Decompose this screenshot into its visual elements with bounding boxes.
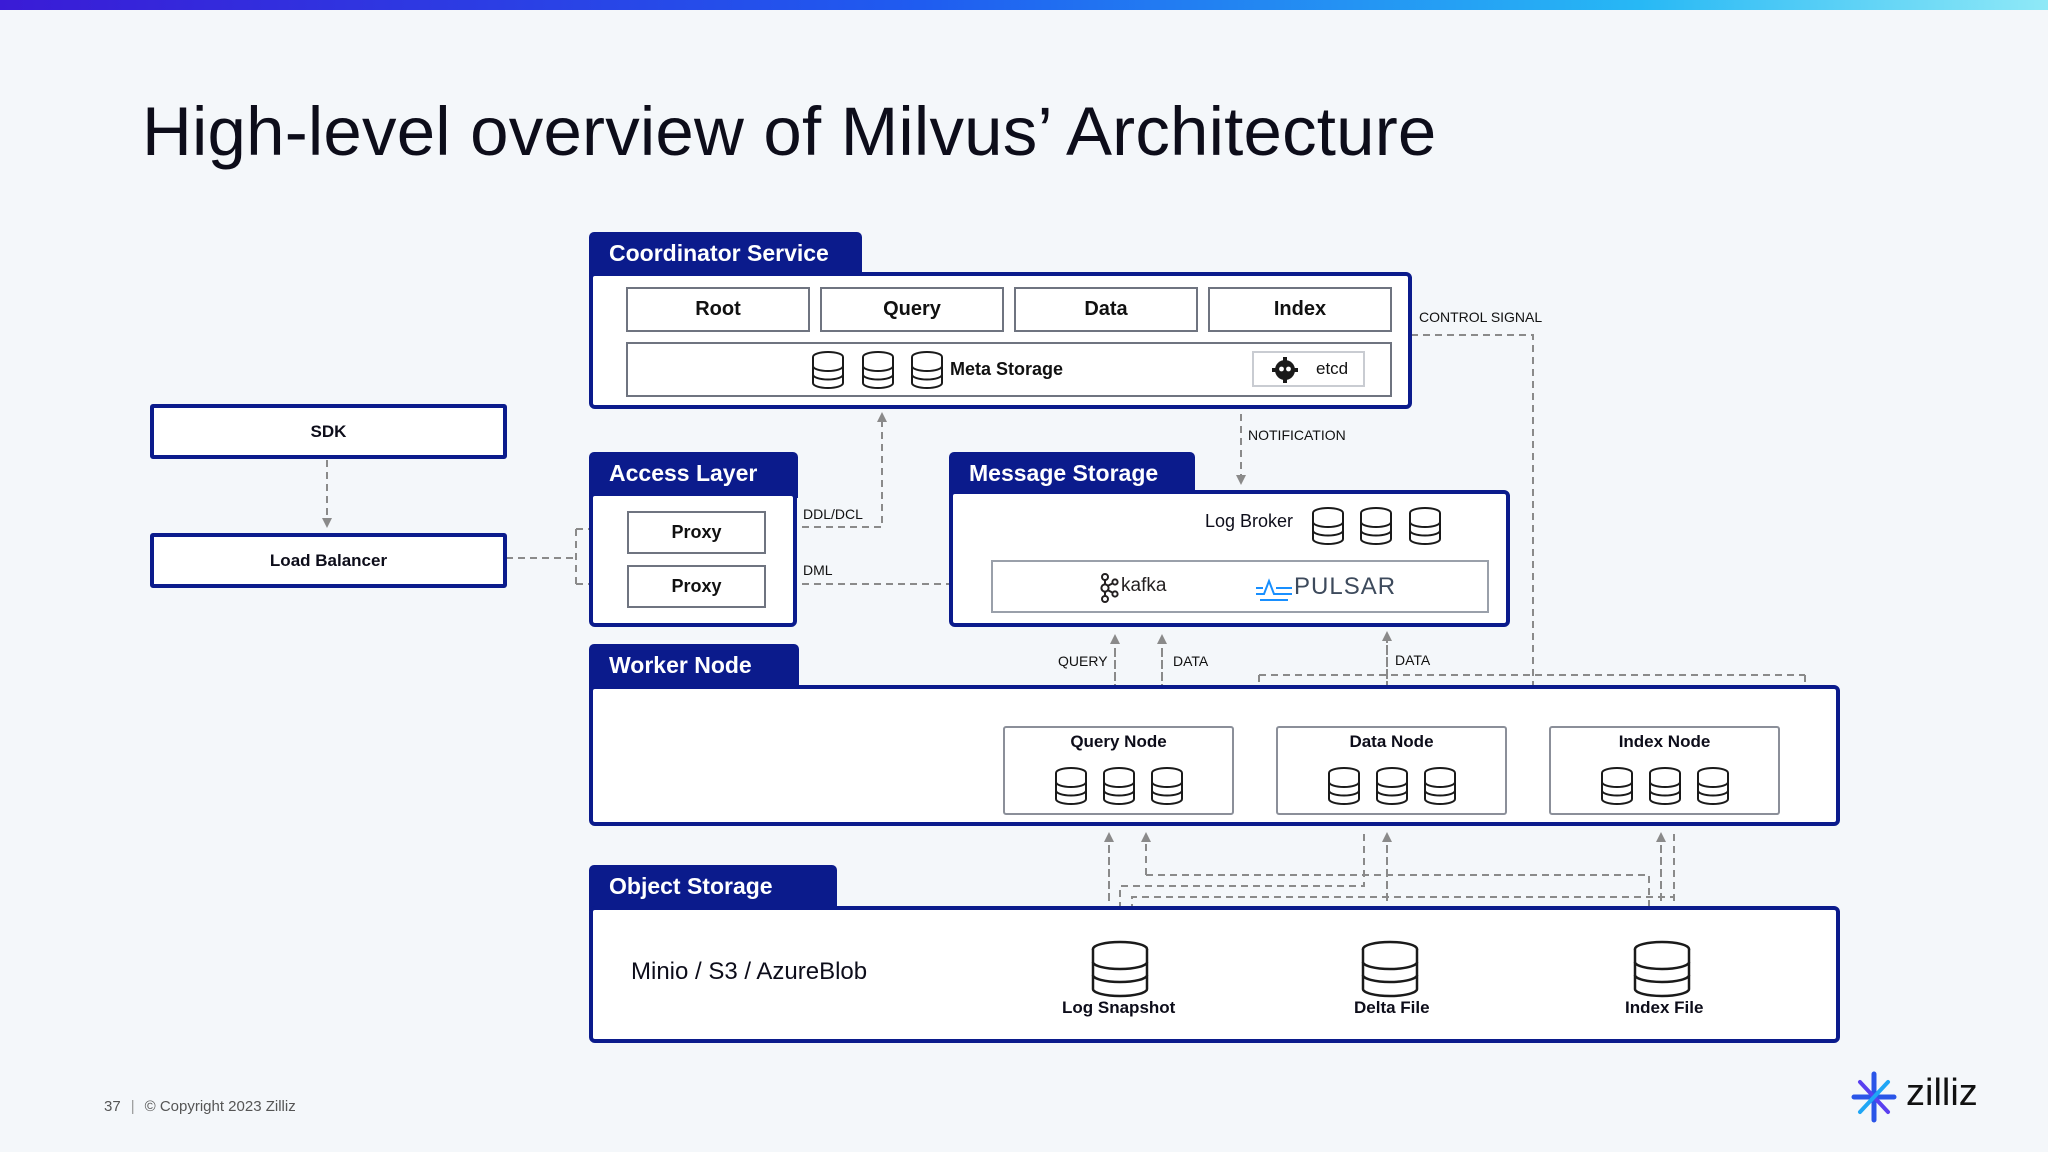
- data-node-label: Data Node: [1349, 732, 1434, 751]
- worker-node-tab: Worker Node: [589, 644, 799, 690]
- database-icon: [1648, 767, 1681, 805]
- meta-storage-box: Meta Storage etcd: [626, 342, 1392, 397]
- kafka-logo-icon: [1100, 573, 1119, 603]
- zilliz-logo: zilliz: [1848, 1068, 1978, 1126]
- index-file-database-icon: [1633, 940, 1691, 998]
- proxy-label-2: Proxy: [671, 576, 722, 596]
- broker-impl-box: kafka PULSAR: [991, 560, 1489, 613]
- brand-wordmark: zilliz: [1906, 1072, 1978, 1114]
- database-icon: [1408, 507, 1441, 545]
- coord-query-box: Query: [820, 287, 1004, 332]
- object-storage-tab: Object Storage: [589, 865, 837, 911]
- dml-label: DML: [803, 562, 833, 578]
- meta-storage-label: Meta Storage: [950, 359, 1064, 379]
- accent-gradient-bar: [0, 0, 2048, 10]
- proxy-box-1: Proxy: [627, 511, 766, 554]
- page-number: 37: [104, 1098, 121, 1115]
- coord-root-box: Root: [626, 287, 810, 332]
- sdk-box: SDK: [150, 404, 507, 459]
- pulsar-logo-icon: [1256, 578, 1292, 601]
- data-edge-label-2: DATA: [1395, 652, 1431, 668]
- database-icon: [1423, 767, 1456, 805]
- database-icon: [1375, 767, 1408, 805]
- access-layer-title: Access Layer: [609, 460, 758, 486]
- slide-footer: 37 | © Copyright 2023 Zilliz: [104, 1098, 296, 1115]
- database-icon: [812, 351, 844, 389]
- proxy-label-1: Proxy: [671, 522, 722, 542]
- proxy-box-2: Proxy: [627, 565, 766, 608]
- ddl-dcl-label: DDL/DCL: [803, 506, 863, 522]
- index-node-icons: [1551, 766, 1778, 806]
- data-edge-label-1: DATA: [1173, 653, 1209, 669]
- notification-label: NOTIFICATION: [1248, 427, 1346, 443]
- delta-file-label: Delta File: [1354, 998, 1430, 1017]
- edge-control-signal: [1411, 334, 1534, 768]
- zilliz-star-icon: [1851, 1071, 1897, 1123]
- coord-data-label: Data: [1084, 298, 1128, 320]
- kafka-label: kafka: [1121, 575, 1167, 596]
- footer-separator: |: [130, 1098, 135, 1115]
- coord-root-label: Root: [695, 298, 741, 320]
- coord-index-box: Index: [1208, 287, 1392, 332]
- pulsar-label: PULSAR: [1294, 573, 1397, 600]
- edge-ddl-dcl: [766, 412, 887, 528]
- database-icon: [1150, 767, 1183, 805]
- index-file-label: Index File: [1625, 998, 1704, 1017]
- database-icon: [1054, 767, 1087, 805]
- coord-index-label: Index: [1273, 298, 1327, 320]
- load-balancer-box: Load Balancer: [150, 533, 507, 588]
- object-storage-title: Object Storage: [609, 873, 773, 899]
- database-icon: [861, 351, 894, 389]
- query-node-box: Query Node: [1003, 726, 1234, 815]
- load-balancer-label: Load Balancer: [269, 550, 388, 570]
- slide-title: High-level overview of Milvus’ Architect…: [142, 93, 1437, 170]
- etcd-label: etcd: [1316, 359, 1349, 378]
- coord-data-box: Data: [1014, 287, 1198, 332]
- coordinator-service-tab: Coordinator Service: [589, 232, 862, 278]
- query-edge-label: QUERY: [1058, 653, 1108, 669]
- data-node-box: Data Node: [1276, 726, 1507, 815]
- etcd-badge: etcd: [1252, 351, 1365, 387]
- database-icon: [911, 351, 944, 389]
- message-storage-title: Message Storage: [969, 460, 1159, 486]
- message-storage-panel: Log Broker kafka PULSAR: [949, 490, 1510, 627]
- database-icon: [1360, 507, 1393, 545]
- copyright-text: © Copyright 2023 Zilliz: [144, 1098, 296, 1115]
- log-snapshot-label: Log Snapshot: [1062, 998, 1176, 1017]
- query-node-icons: [1005, 766, 1232, 806]
- sdk-label: SDK: [310, 421, 347, 441]
- access-layer-tab: Access Layer: [589, 452, 798, 498]
- coordinator-service-panel: Root Query Data Index Meta Storage etcd: [589, 272, 1412, 409]
- database-icon: [1102, 767, 1135, 805]
- index-node-box: Index Node: [1549, 726, 1780, 815]
- database-icon: [1327, 767, 1360, 805]
- worker-node-title: Worker Node: [609, 652, 752, 678]
- access-layer-panel: Proxy Proxy: [589, 492, 797, 627]
- etcd-logo-icon: [1272, 357, 1298, 383]
- delta-file-database-icon: [1361, 940, 1419, 998]
- meta-storage-icons: [810, 350, 945, 390]
- database-icon: [1312, 507, 1344, 545]
- database-icon: [1600, 767, 1633, 805]
- object-storage-backends: Minio / S3 / AzureBlob: [631, 958, 868, 985]
- log-broker-icons: [1310, 506, 1443, 546]
- object-storage-panel: Minio / S3 / AzureBlob: [589, 906, 1840, 1043]
- index-node-label: Index Node: [1618, 732, 1711, 751]
- database-icon: [1696, 767, 1729, 805]
- data-node-icons: [1278, 766, 1505, 806]
- control-signal-label: CONTROL SIGNAL: [1419, 309, 1543, 325]
- edge-lb-split: [506, 529, 577, 584]
- log-snapshot-database-icon: [1091, 940, 1149, 998]
- coord-query-label: Query: [883, 298, 941, 320]
- coordinator-service-title: Coordinator Service: [609, 240, 829, 266]
- log-broker-label: Log Broker: [1205, 511, 1294, 531]
- query-node-label: Query Node: [1070, 732, 1167, 751]
- worker-node-panel: Query Node Data Node Index Node: [589, 685, 1840, 826]
